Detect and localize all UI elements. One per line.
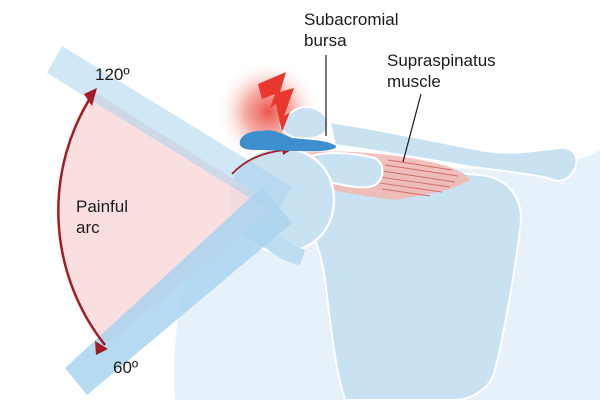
- arm-position-120: [47, 46, 292, 214]
- bursa-line-2: bursa: [304, 31, 347, 50]
- arc-arrowhead-top: [84, 88, 97, 106]
- muscle-line-1: Supraspinatus: [387, 51, 496, 70]
- painful-arc-line-1: Painful: [76, 197, 128, 216]
- clavicle: [328, 120, 578, 182]
- painful-arc-region: [58, 92, 278, 345]
- tendon-motion-arrow: [231, 149, 287, 175]
- muscle-line-2: muscle: [387, 72, 441, 91]
- muscle-fibers: [379, 159, 459, 197]
- angle-120-label: 120º: [95, 65, 130, 84]
- arm-position-60: [65, 187, 292, 395]
- subacromial-bursa: [239, 130, 337, 152]
- painful-arc-line-2: arc: [76, 218, 100, 237]
- angle-60-label: 60º: [113, 358, 139, 377]
- muscle-leader-line: [402, 93, 422, 163]
- lightning-bolt-icon: [258, 72, 294, 132]
- bursa-line-1: Subacromial: [304, 10, 399, 29]
- arc-arrowhead-bottom: [95, 341, 108, 355]
- arc-arrow-line: [57, 91, 106, 346]
- subacromial-bursa-label: Subacromial bursa: [304, 9, 399, 51]
- painful-arc-label: Painful arc: [76, 196, 128, 238]
- supraspinatus-muscle-label: Supraspinatus muscle: [387, 50, 496, 92]
